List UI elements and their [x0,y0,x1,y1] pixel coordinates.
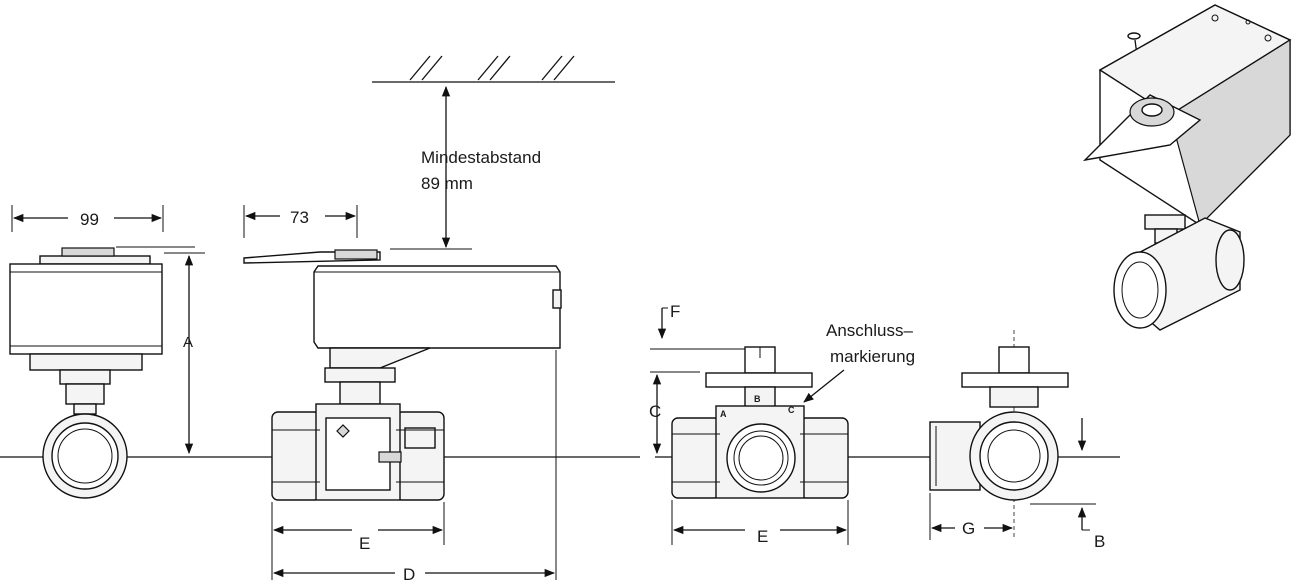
clearance-value: 89 mm [421,174,473,193]
width-label: 99 [80,210,99,229]
dimension-F-label: F [670,302,680,321]
three-way-valve-front-view: F B C A C Anschluss– markierung [649,302,915,546]
dimension-A-label: A [183,334,193,351]
svg-text:A: A [720,409,727,419]
dimension-E-left-label: E [359,534,370,553]
clearance-title: Mindestabstand [421,148,541,167]
three-way-valve-side-view: B G [929,330,1105,551]
svg-text:B: B [754,394,761,404]
port-marking-line1: Anschluss– [826,321,913,340]
port-marking-arrow [803,369,845,403]
isometric-assembly-view [1082,4,1292,331]
ceiling-hatch [372,55,615,83]
port-marking-line2: markierung [830,347,915,366]
valve-side-view: 73 E D [243,205,562,584]
dimension-G-label: G [962,519,975,538]
actuator-end-view: 99 A [9,205,205,499]
dimension-C-label: C [649,402,661,421]
dimension-E-right-label: E [757,527,768,546]
dimension-B-label: B [1094,532,1105,551]
svg-text:C: C [788,405,795,415]
dimension-D-label: D [403,565,415,584]
lever-offset-label: 73 [290,208,309,227]
